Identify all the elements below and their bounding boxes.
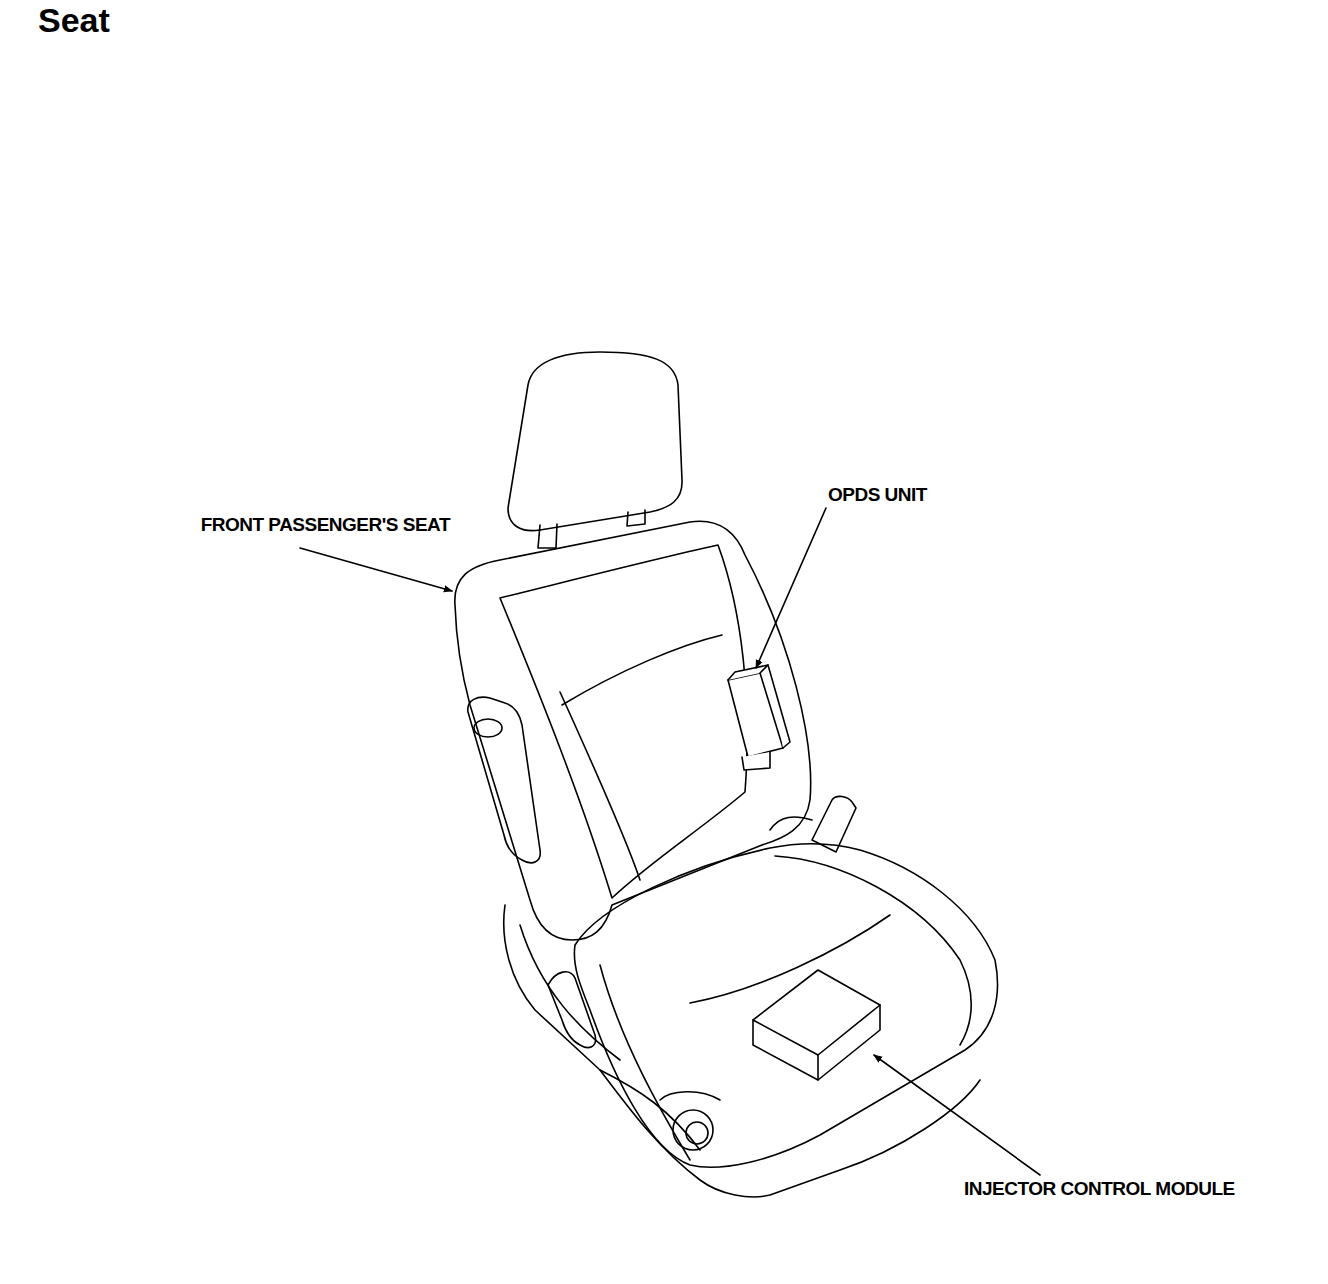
injector-control-module bbox=[753, 970, 880, 1080]
seat-base bbox=[520, 925, 620, 1060]
part-label: INJECTOR CONTROL MODULE bbox=[962, 1179, 1237, 1200]
backrest-seam bbox=[562, 635, 722, 705]
seat-belt-stalk bbox=[770, 817, 812, 830]
leader-line bbox=[874, 1055, 1040, 1175]
page-title: Seat bbox=[36, 2, 112, 39]
part-label: FRONT PASSENGER'S SEAT bbox=[199, 515, 452, 536]
seat-side bbox=[660, 1092, 720, 1100]
seat-rail bbox=[600, 1070, 700, 1150]
recliner-knob bbox=[673, 1110, 713, 1150]
seat-backrest bbox=[455, 521, 811, 940]
recline-lever bbox=[474, 719, 502, 737]
cushion-seam bbox=[600, 965, 690, 1160]
headrest-post bbox=[627, 510, 645, 526]
backrest-panel bbox=[500, 545, 747, 898]
seat-cushion bbox=[574, 844, 997, 1167]
part-label: OPDS UNIT bbox=[826, 485, 929, 506]
backrest-seam bbox=[560, 692, 640, 880]
recline-slot bbox=[468, 697, 540, 863]
slide-lever bbox=[548, 972, 596, 1048]
opds-unit bbox=[728, 665, 790, 770]
headrest bbox=[508, 352, 682, 531]
seat-belt-buckle bbox=[812, 796, 856, 852]
cushion-seam bbox=[690, 915, 890, 1003]
recliner-knob bbox=[686, 1122, 708, 1144]
leader-line bbox=[756, 508, 826, 668]
leader-line bbox=[300, 548, 452, 591]
